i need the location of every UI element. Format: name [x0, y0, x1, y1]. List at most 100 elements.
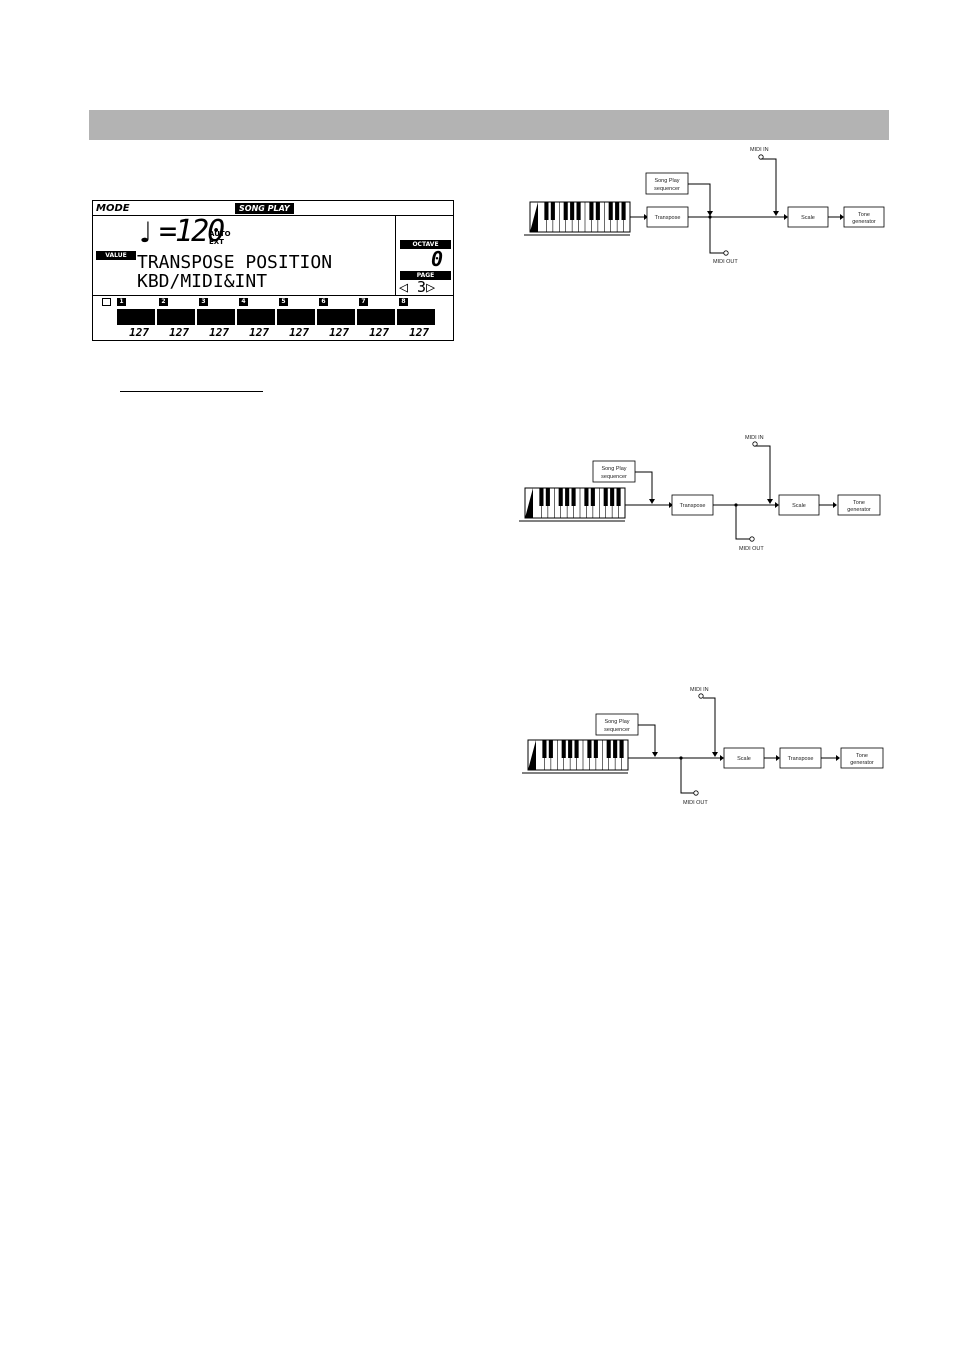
mode-label: MODE: [96, 203, 130, 214]
black-key: [545, 488, 550, 506]
midi-out-port-icon: [723, 250, 729, 256]
black-key: [587, 740, 592, 758]
sequencer-label: sequencer: [601, 474, 627, 480]
midi-out-label: MIDI OUT: [739, 546, 764, 552]
mode-name-badge: SONG PLAY: [235, 203, 294, 214]
parameter-name: TRANSPOSE POSITION: [137, 252, 333, 273]
lcd-bottom-divider: [93, 295, 453, 296]
octave-value: 0: [431, 247, 444, 271]
octave-badge: OCTAVE: [400, 240, 451, 249]
transpose-label: Transpose: [788, 756, 814, 762]
scale-label: Scale: [801, 215, 815, 221]
black-key: [548, 740, 553, 758]
black-key: [542, 740, 547, 758]
generator-label: generator: [852, 219, 876, 225]
underline-rule: [120, 391, 263, 392]
black-key: [584, 488, 589, 506]
signal-flow-diagram-2: Song Play sequencer Transpose MIDI OUT M…: [515, 430, 885, 560]
tone-label: Tone: [858, 212, 870, 218]
midi-in-label: MIDI IN: [690, 687, 709, 693]
tone-label: Tone: [856, 753, 868, 759]
black-key: [576, 202, 581, 220]
parameter-value: KBD/MIDI&INT: [137, 271, 268, 292]
black-key: [606, 740, 611, 758]
channel-volume-bar: [317, 309, 355, 325]
channel-number: 6: [319, 298, 328, 306]
song-play-label: Song Play: [654, 178, 679, 184]
midi-out-port-icon: [693, 790, 699, 796]
keyboard-icon: [522, 739, 629, 774]
tone-generator-box: [837, 494, 881, 516]
signal-flow-diagram-1: Transpose Song Play sequencer MIDI OUT M…: [520, 140, 890, 270]
midi-out-label: MIDI OUT: [683, 800, 708, 806]
transpose-label: Transpose: [680, 503, 706, 509]
black-key: [561, 740, 566, 758]
generator-label: generator: [850, 760, 874, 766]
lock-icon: [102, 298, 111, 306]
black-key: [568, 740, 573, 758]
keyboard-icon: [524, 201, 631, 236]
channel-value: 127: [249, 326, 269, 339]
section-header-bar: [89, 110, 889, 140]
midi-in-port-icon: [698, 693, 704, 699]
scale-label: Scale: [737, 756, 751, 762]
black-key: [603, 488, 608, 506]
sequencer-label: sequencer: [604, 727, 630, 733]
midi-in-label: MIDI IN: [750, 147, 769, 153]
black-key: [550, 202, 555, 220]
transpose-label: Transpose: [655, 215, 681, 221]
page-badge: PAGE: [400, 271, 451, 280]
channel-value: 127: [329, 326, 349, 339]
channel-number: 5: [279, 298, 288, 306]
channel-volume-bar: [357, 309, 395, 325]
channel-volume-bar: [237, 309, 275, 325]
black-key: [621, 202, 626, 220]
black-key: [613, 740, 618, 758]
black-key: [616, 488, 621, 506]
black-key: [539, 488, 544, 506]
black-key: [571, 488, 576, 506]
channel-number: 1: [117, 298, 126, 306]
channel-value: 127: [209, 326, 229, 339]
tone-generator-box: [840, 747, 884, 769]
tempo-auto-label: AUTO: [209, 230, 231, 238]
lcd-display: MODE SONG PLAY ♩ =120 AUTO EXT VALUE TRA…: [92, 200, 454, 341]
black-key: [589, 202, 594, 220]
channel-volume-bar: [277, 309, 315, 325]
channel-value: 127: [169, 326, 189, 339]
tone-label: Tone: [853, 500, 865, 506]
black-key: [563, 202, 568, 220]
scale-label: Scale: [792, 503, 806, 509]
song-play-label: Song Play: [601, 466, 626, 472]
midi-out-label: MIDI OUT: [713, 259, 738, 265]
black-key: [544, 202, 549, 220]
tone-generator-box: [843, 206, 885, 228]
lcd-top-divider: [93, 215, 453, 216]
value-badge: VALUE: [96, 251, 136, 260]
lcd-right-divider: [395, 215, 396, 295]
channel-volume-bar: [197, 309, 235, 325]
channel-number: 2: [159, 298, 168, 306]
quarter-note-icon: ♩: [139, 216, 153, 249]
midi-in-label: MIDI IN: [745, 435, 764, 441]
black-key: [608, 202, 613, 220]
channel-volume-bar: [157, 309, 195, 325]
channel-value: 127: [129, 326, 149, 339]
generator-label: generator: [847, 507, 871, 513]
signal-flow-diagram-3: Song Play sequencer MIDI OUT MIDI IN Sca…: [518, 682, 888, 812]
channel-number: 7: [359, 298, 368, 306]
channel-number: 4: [239, 298, 248, 306]
black-key: [565, 488, 570, 506]
page-indicator: ◁ 3▷: [399, 278, 436, 296]
channel-number: 3: [199, 298, 208, 306]
sequencer-label: sequencer: [654, 186, 680, 192]
channel-number: 8: [399, 298, 408, 306]
channel-value: 127: [289, 326, 309, 339]
midi-out-port-icon: [749, 536, 755, 542]
black-key: [610, 488, 615, 506]
tempo-ext-label: EXT: [209, 238, 224, 246]
tempo-value: =120: [159, 214, 225, 249]
black-key: [595, 202, 600, 220]
black-key: [558, 488, 563, 506]
black-key: [590, 488, 595, 506]
